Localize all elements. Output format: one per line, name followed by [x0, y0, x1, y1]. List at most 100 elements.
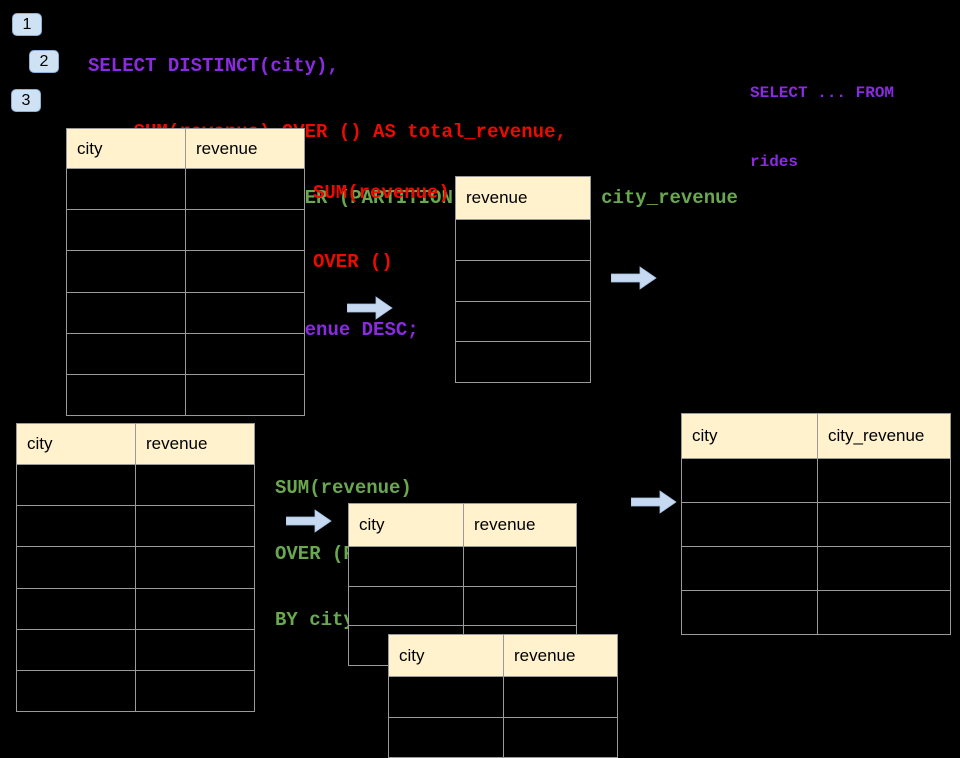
column-header-revenue: revenue [146, 434, 208, 453]
table-row [17, 464, 254, 506]
column-header-revenue: revenue [474, 515, 536, 534]
step-badge-label: 2 [39, 52, 49, 70]
annotation-sum-over-all: SUM(revenue) OVER () [313, 136, 450, 297]
table-cell [136, 589, 254, 629]
table-cell [136, 547, 254, 587]
table-header-row: city revenue [389, 635, 617, 676]
table-body [456, 219, 590, 382]
table-row [389, 716, 617, 758]
table-cell [67, 169, 186, 210]
table-cell [682, 591, 818, 634]
table-cell [682, 459, 818, 502]
table-body [389, 676, 617, 757]
table-cell [67, 292, 186, 333]
table-cell [136, 506, 254, 546]
select-from-rides-snippet: SELECT ... FROM rides [750, 36, 894, 197]
table-header-row: revenue [456, 177, 590, 219]
table-cell [17, 588, 136, 629]
table-source-bottom: city revenue [16, 423, 255, 712]
table-cell [17, 465, 136, 506]
sql-line-select: SELECT DISTINCT(city), [88, 55, 339, 77]
table-row [456, 300, 590, 342]
table-cell [389, 717, 504, 757]
table-cell [456, 220, 590, 260]
table-cell [186, 210, 304, 250]
table-cell [456, 261, 590, 301]
table-cell [818, 503, 950, 546]
table-cell [186, 334, 304, 374]
table-cell [17, 506, 136, 547]
table-row [67, 332, 304, 374]
table-row [349, 585, 576, 626]
table-row [17, 546, 254, 588]
table-header-row: city revenue [67, 129, 304, 168]
snippet-line: SELECT ... FROM [750, 84, 895, 102]
table-cell [456, 302, 590, 342]
table-city-revenue-result: city city_revenue [681, 413, 951, 635]
table-row [17, 587, 254, 629]
table-row [17, 628, 254, 670]
table-row [67, 250, 304, 292]
table-cell [682, 547, 818, 590]
column-header-revenue: revenue [466, 188, 528, 207]
annotation-line: OVER () [313, 251, 393, 273]
table-cell [67, 374, 186, 416]
table-cell [349, 586, 464, 626]
step-badge-3: 3 [11, 89, 41, 112]
table-row [682, 502, 950, 546]
table-cell [818, 591, 950, 634]
table-row [17, 505, 254, 547]
column-header-revenue: revenue [196, 138, 258, 158]
table-row [456, 341, 590, 382]
table-row [17, 669, 254, 712]
annotation-line: SUM(revenue) [275, 477, 412, 499]
column-header-city: city [67, 129, 186, 168]
table-row [682, 590, 950, 634]
table-cell [186, 375, 304, 415]
table-row [389, 676, 617, 717]
table-cell [17, 670, 136, 712]
table-cell [67, 210, 186, 251]
table-cell [504, 718, 617, 758]
table-cell [186, 251, 304, 291]
column-header-city: city [389, 635, 504, 676]
table-cell [682, 503, 818, 546]
flow-arrow-icon [611, 266, 657, 290]
column-header-city: city [17, 424, 136, 464]
table-header-row: city revenue [349, 504, 576, 546]
table-cell [17, 629, 136, 670]
table-cell [136, 630, 254, 670]
step-badge-2: 2 [29, 50, 59, 73]
table-row [67, 373, 304, 416]
table-row [456, 219, 590, 260]
table-cell [818, 547, 950, 590]
table-row [456, 259, 590, 301]
table-row [682, 458, 950, 502]
table-cell [389, 677, 504, 717]
table-cell [504, 677, 617, 717]
table-body [67, 168, 304, 416]
table-row [349, 546, 576, 586]
table-row [682, 546, 950, 590]
step-badge-label: 3 [21, 91, 31, 109]
table-body [17, 464, 254, 712]
table-cell [464, 587, 576, 626]
table-cell [136, 465, 254, 505]
step-badge-label: 1 [22, 15, 32, 33]
table-body [682, 458, 950, 634]
table-header-row: city city_revenue [682, 414, 950, 458]
table-row [67, 209, 304, 251]
flow-arrow-icon [347, 296, 393, 320]
table-cell [17, 547, 136, 588]
table-row [67, 291, 304, 333]
table-row [67, 168, 304, 210]
table-header-row: city revenue [17, 424, 254, 464]
column-header-city: city [682, 414, 818, 458]
table-cell [67, 251, 186, 292]
step-badge-1: 1 [12, 13, 42, 36]
snippet-line: rides [750, 153, 799, 171]
flow-arrow-icon [286, 509, 332, 533]
table-cell [136, 671, 254, 711]
table-cell [818, 459, 950, 502]
table-partition-front: city revenue [388, 634, 618, 758]
